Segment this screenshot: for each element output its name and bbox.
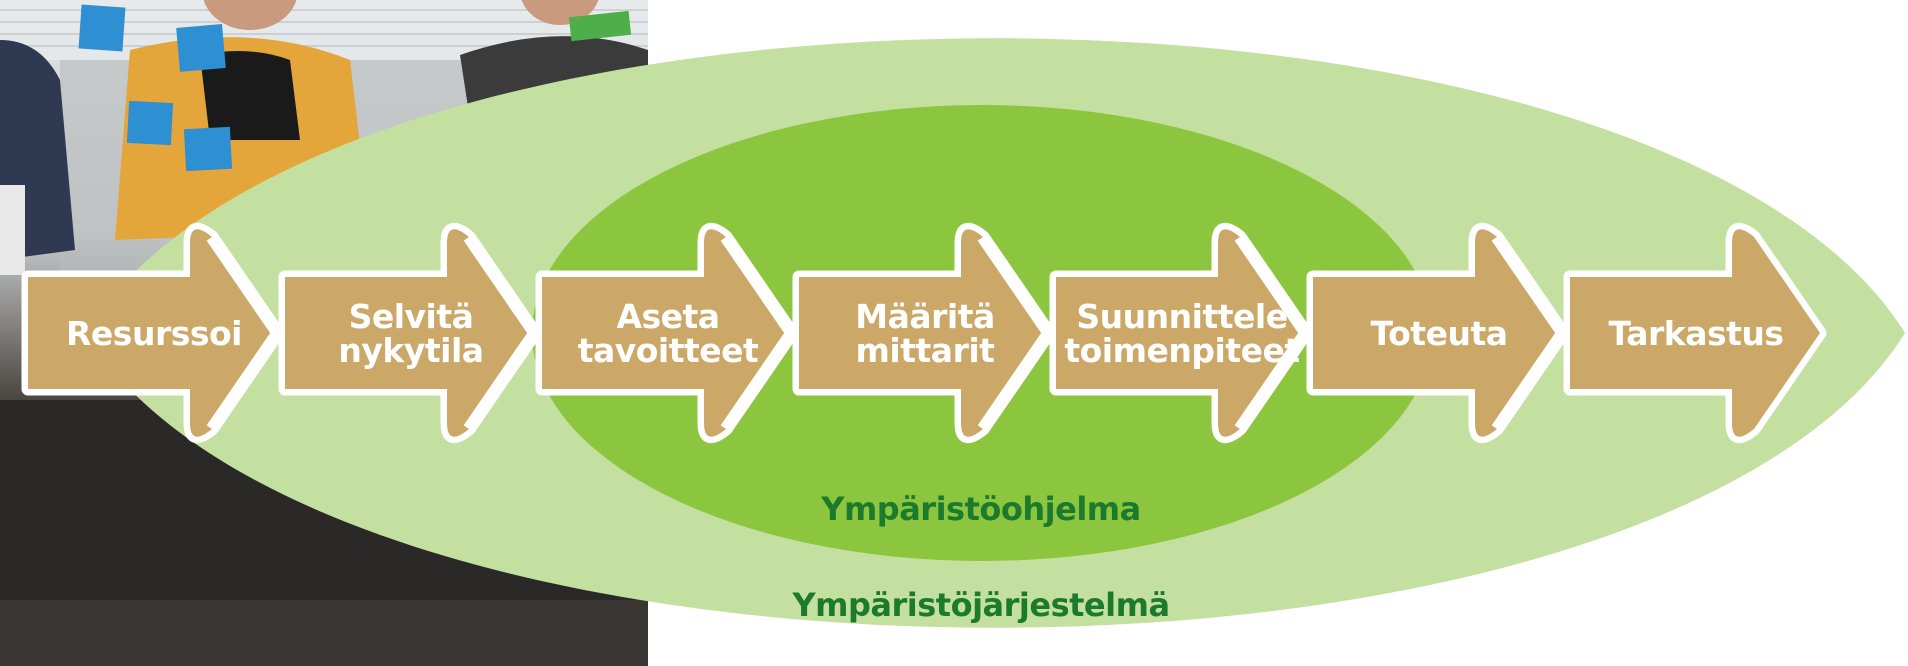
step-label-line: Aseta [616,297,719,336]
step-label-toteuta: Toteuta [1371,314,1508,353]
arrow-fill-selvita [285,229,535,437]
arrow-fill-suunnittele [1056,229,1306,437]
step-label-line: nykytila [338,331,483,370]
arrow-separator [463,233,542,433]
outer-ring-label: Ympäristöjärjestelmä [791,586,1169,624]
step-label-tarkastus: Tarkastus [1608,314,1783,353]
arrow-fill-aseta [542,229,792,437]
arrow-separator [206,233,285,433]
step-label-line: Suunnittele [1076,297,1287,336]
step-label-line: Toteuta [1371,314,1508,353]
arrow-separator [977,233,1056,433]
step-label-resurssoi: Resurssoi [66,314,242,353]
step-label-line: mittarit [856,331,996,370]
inner-ring-label: Ympäristöohjelma [820,490,1140,528]
arrow-fill-tarkastus [1570,229,1820,437]
arrow-fill-maarita [799,229,1049,437]
arrow-fill-resurssoi [28,229,278,437]
step-label-line: tavoitteet [578,331,759,370]
arrow-separator [1491,233,1570,433]
step-label-line: Määritä [855,297,995,336]
arrow-fill-toteuta [1313,229,1563,437]
step-label-line: Selvitä [349,297,474,336]
arrow-separator [720,233,799,433]
step-label-line: Resurssoi [66,314,242,353]
arrow-separator [1234,233,1313,433]
step-label-line: Tarkastus [1608,314,1783,353]
step-label-line: toimenpiteet [1064,331,1300,370]
